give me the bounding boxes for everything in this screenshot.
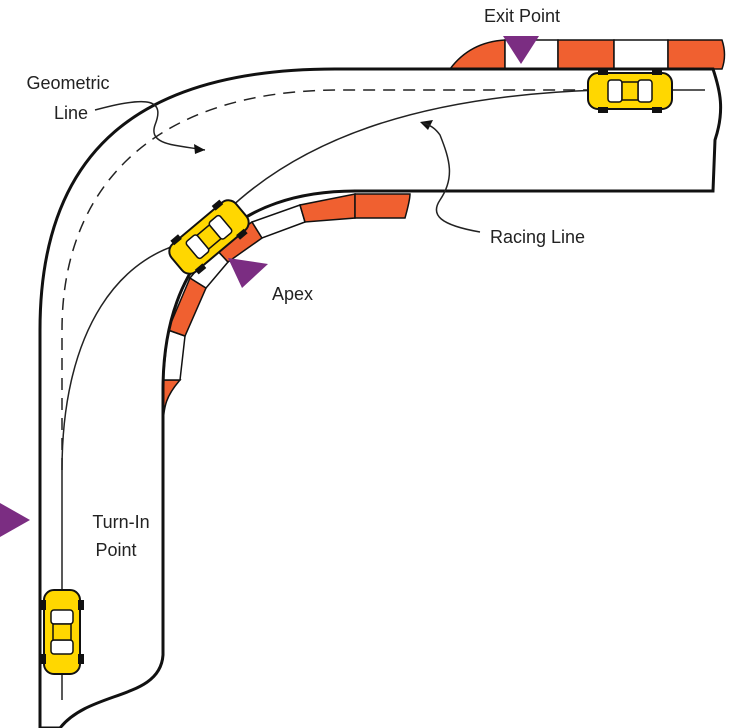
- geometric-line: [61, 89, 590, 470]
- turn-in-label-1: Turn-In: [92, 512, 149, 532]
- inner-apex-curbing: [162, 193, 411, 431]
- apex-marker: [228, 258, 268, 288]
- geometric-line-label-2: Line: [54, 103, 88, 123]
- racing-line-label: Racing Line: [490, 227, 585, 247]
- turn-in-label-2: Point: [95, 540, 136, 560]
- geometric-leader: [94, 100, 206, 151]
- outer-exit-curbing: [448, 39, 726, 70]
- car-turn-in: [40, 589, 84, 675]
- track-surface: [38, 67, 723, 728]
- car-exit: [587, 69, 673, 113]
- car-apex: [168, 199, 250, 275]
- apex-label: Apex: [272, 284, 313, 304]
- geometric-line-label-1: Geometric: [26, 73, 109, 93]
- racing-leader: [422, 122, 481, 233]
- turn-in-marker: [0, 503, 30, 537]
- exit-point-label: Exit Point: [484, 6, 560, 26]
- exit-point-marker: [503, 36, 539, 64]
